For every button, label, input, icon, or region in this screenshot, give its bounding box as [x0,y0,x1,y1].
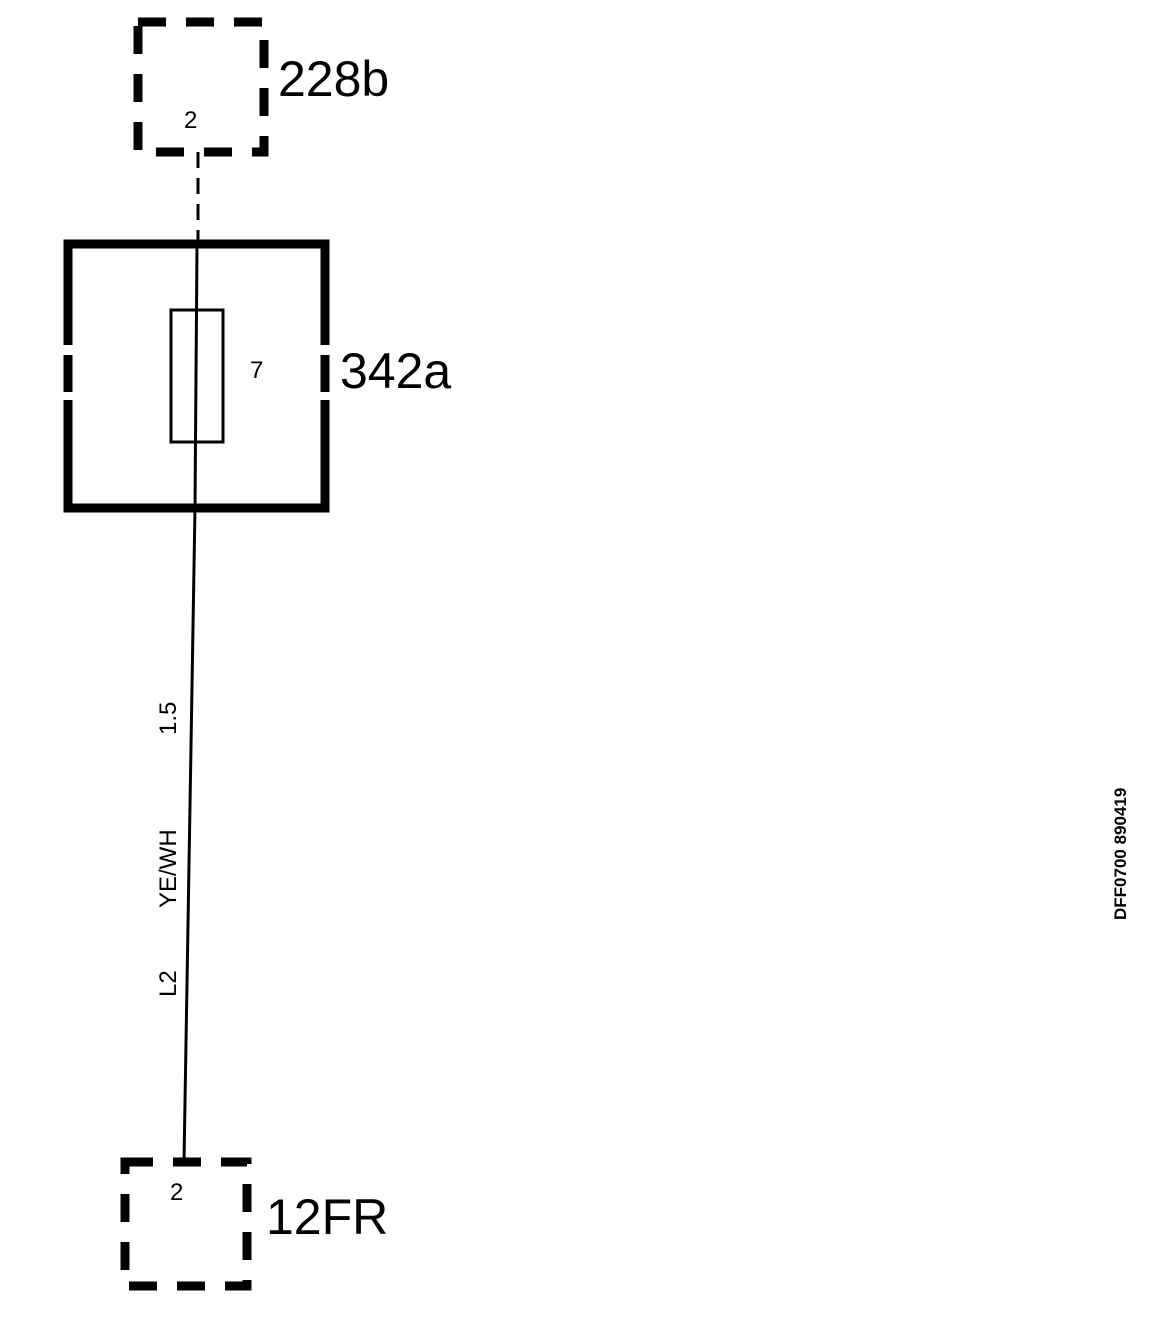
wire-gauge: 1.5 [155,702,182,735]
wire-circuit: L2 [155,970,182,997]
fuse-box-label: 342a [340,343,451,399]
connector-228b: 2 228b [133,17,389,157]
connector-228b-label: 228b [278,51,389,107]
wire-color: YE/WH [155,829,182,908]
fuse-number: 7 [250,357,263,384]
wire-through-fuse [193,244,199,509]
connector-228b-outline [133,17,269,157]
drawing-reference: DFF0700 890419 [1111,788,1130,920]
connector-12fr-label: 12FR [266,1189,388,1245]
wire-main-segment [182,507,197,1163]
connector-12fr: 2 12FR [120,1157,388,1291]
connector-228b-pin: 2 [184,107,197,134]
fuse-box-342a: 7 342a [63,239,451,513]
connector-12fr-pin: 2 [170,1179,183,1206]
connector-12fr-outline [120,1157,252,1291]
